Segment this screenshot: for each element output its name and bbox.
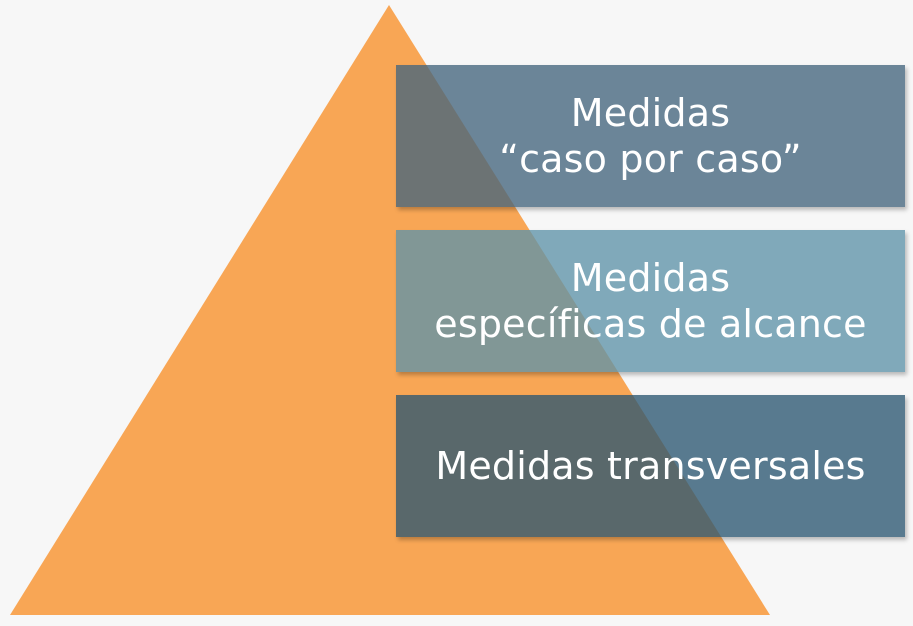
level-label-line2: específicas de alcance — [434, 302, 867, 346]
level-label-line1: Medidas — [570, 91, 731, 135]
level-label-line2: “caso por caso” — [499, 137, 802, 181]
level-specific-scope: Medidas específicas de alcance — [396, 230, 905, 372]
level-case-by-case: Medidas “caso por caso” — [396, 65, 905, 207]
level-label-line1: Medidas — [570, 256, 731, 300]
level-label: Medidas transversales — [435, 444, 866, 488]
level-transversal: Medidas transversales — [396, 395, 905, 537]
